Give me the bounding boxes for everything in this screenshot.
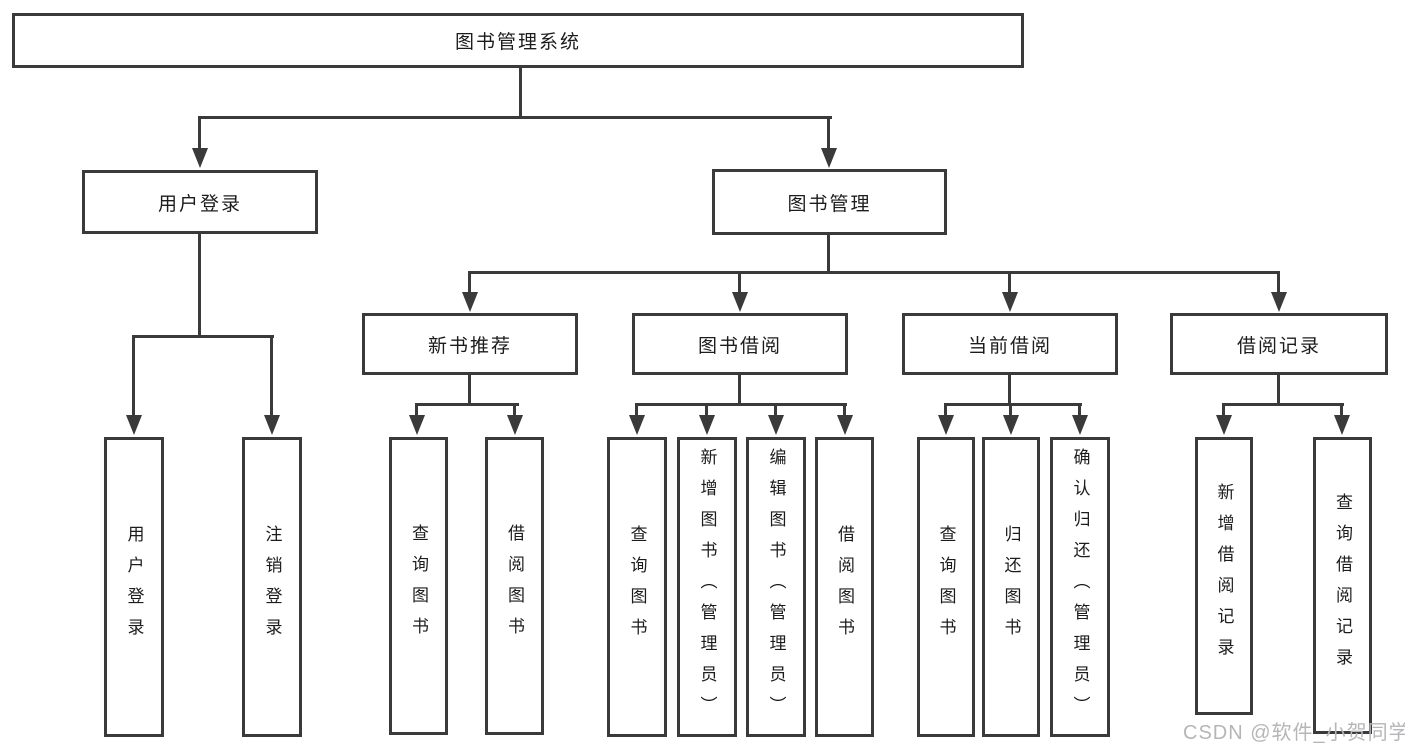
connector-line [738,271,741,294]
leaf-label: 查询图书 [936,525,956,649]
connector-line [198,116,201,150]
connector-line [1277,271,1280,294]
arrowhead-down-icon [1334,415,1350,435]
arrowhead-down-icon [1072,415,1088,435]
leaf-label: 借阅图书 [505,524,524,648]
leaf-label: 编辑图书（管理员） [766,447,786,727]
node-label: 图书管理系统 [454,32,581,53]
arrowhead-down-icon [462,292,478,312]
connector-line [468,375,471,406]
connector-line [270,335,273,417]
connector-line [513,403,516,417]
leaf-query-books-recommend: 查询图书 [389,437,448,735]
leaf-label: 归还图书 [1001,525,1021,649]
connector-line [827,235,830,273]
connector-line [1222,403,1344,406]
connector-line [1078,403,1081,417]
connector-line [1340,403,1343,417]
leaf-borrow-books-borrowing: 借阅图书 [815,437,874,737]
connector-line [1277,375,1280,406]
arrowhead-down-icon [938,415,954,435]
arrowhead-down-icon [192,148,208,168]
leaf-confirm-return-admin: 确认归还（管理员） [1050,437,1110,737]
connector-line [774,403,777,417]
connector-line [827,116,830,150]
connector-line [635,403,638,417]
node-library-management-system: 图书管理系统 [12,13,1024,68]
leaf-label: 新增图书（管理员） [697,447,717,727]
leaf-query-books-current: 查询图书 [917,437,975,737]
node-label: 图书借阅 [697,335,782,357]
leaf-borrow-books-recommend: 借阅图书 [485,437,544,735]
leaf-add-borrow-record: 新增借阅记录 [1195,437,1253,715]
node-book-management: 图书管理 [712,169,947,235]
arrowhead-down-icon [1216,415,1232,435]
leaf-query-books-borrowing: 查询图书 [607,437,667,737]
connector-line [1222,403,1225,417]
arrowhead-down-icon [732,292,748,312]
leaf-label: 新增借阅记录 [1214,483,1234,669]
leaf-query-borrow-record: 查询借阅记录 [1313,437,1372,734]
connector-line [843,403,846,417]
arrowhead-down-icon [507,415,523,435]
arrowhead-down-icon [1271,292,1287,312]
arrowhead-down-icon [126,415,142,435]
node-user-login: 用户登录 [82,170,318,234]
connector-line [944,403,947,417]
connector-line [705,403,708,417]
watermark: CSDN @软件_小贺同学 [1183,722,1405,744]
arrowhead-down-icon [837,415,853,435]
connector-line [198,116,832,119]
connector-line [635,403,847,406]
arrowhead-down-icon [1002,292,1018,312]
arrowhead-down-icon [1003,415,1019,435]
node-borrowing-records: 借阅记录 [1170,313,1388,375]
node-label: 当前借阅 [967,335,1052,357]
leaf-label: 注销登录 [262,525,282,649]
connector-line [132,335,274,338]
node-new-book-recommendation: 新书推荐 [362,313,578,375]
connector-line [944,403,1082,406]
leaf-add-book-admin: 新增图书（管理员） [677,437,737,737]
leaf-label: 借阅图书 [835,525,854,649]
arrowhead-down-icon [264,415,280,435]
leaf-label: 确认归还（管理员） [1070,447,1090,727]
leaf-return-books: 归还图书 [982,437,1040,737]
connector-line [468,271,1279,274]
connector-line [415,403,418,417]
node-current-borrowing: 当前借阅 [902,313,1118,375]
node-label: 用户登录 [157,193,242,215]
arrowhead-down-icon [409,415,425,435]
node-book-borrowing: 图书借阅 [632,313,848,375]
connector-line [132,335,135,417]
arrowhead-down-icon [768,415,784,435]
leaf-label: 用户登录 [124,525,144,649]
connector-line [738,375,741,406]
leaf-label: 查询借阅记录 [1333,492,1352,679]
leaf-edit-book-admin: 编辑图书（管理员） [746,437,806,737]
leaf-label: 查询图书 [627,525,647,649]
connector-line [1009,403,1012,417]
arrowhead-down-icon [629,415,645,435]
node-label: 新书推荐 [427,335,512,357]
leaf-label: 查询图书 [409,524,428,648]
arrowhead-down-icon [699,415,715,435]
connector-line [1008,271,1011,294]
node-label: 图书管理 [787,193,872,215]
connector-line [519,68,522,118]
connector-line [415,403,519,406]
leaf-user-login: 用户登录 [104,437,164,737]
leaf-logout: 注销登录 [242,437,302,737]
connector-line [198,234,201,338]
connector-line [468,271,471,294]
arrowhead-down-icon [821,148,837,168]
node-label: 借阅记录 [1236,335,1321,357]
connector-line [1008,375,1011,406]
